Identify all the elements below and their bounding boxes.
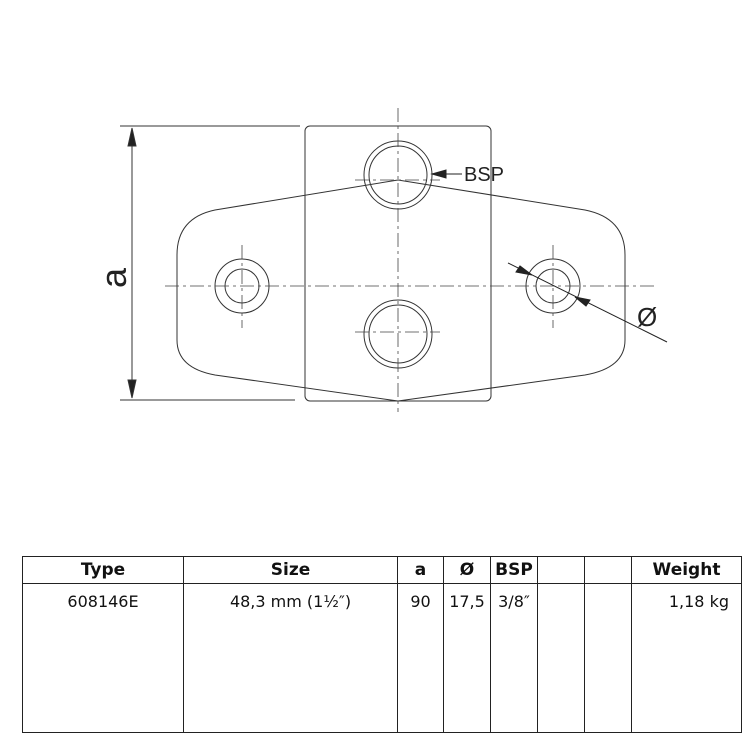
cell-empty-2 (584, 583, 632, 733)
header-a: a (397, 556, 444, 584)
table-header-row: Type Size a Ø BSP Weight (22, 556, 742, 584)
header-empty-1 (537, 556, 585, 584)
cell-size: 48,3 mm (1½″) (183, 583, 398, 733)
bsp-arrow (430, 169, 462, 179)
diameter-dimension (507, 262, 668, 343)
cell-a: 90 (397, 583, 444, 733)
cell-weight: 1,18 kg (631, 583, 742, 733)
diameter-label: Ø (637, 302, 657, 332)
cell-diameter: 17,5 (443, 583, 491, 733)
center-lines (165, 108, 655, 412)
technical-drawing: a BSP Ø (93, 108, 668, 412)
header-size: Size (183, 556, 398, 584)
dimension-a-label: a (93, 267, 134, 288)
header-empty-2 (584, 556, 632, 584)
bsp-label: BSP (464, 164, 504, 186)
header-diameter: Ø (443, 556, 491, 584)
cell-bsp: 3/8″ (490, 583, 538, 733)
cell-empty-1 (537, 583, 585, 733)
header-weight: Weight (631, 556, 742, 584)
dimension-a (120, 125, 300, 401)
header-bsp: BSP (490, 556, 538, 584)
specification-table: Type Size a Ø BSP Weight 608146E 48,3 mm… (22, 556, 742, 733)
table-row: 608146E 48,3 mm (1½″) 90 17,5 3/8″ 1,18 … (22, 583, 742, 733)
cell-type: 608146E (22, 583, 184, 733)
header-type: Type (22, 556, 184, 584)
